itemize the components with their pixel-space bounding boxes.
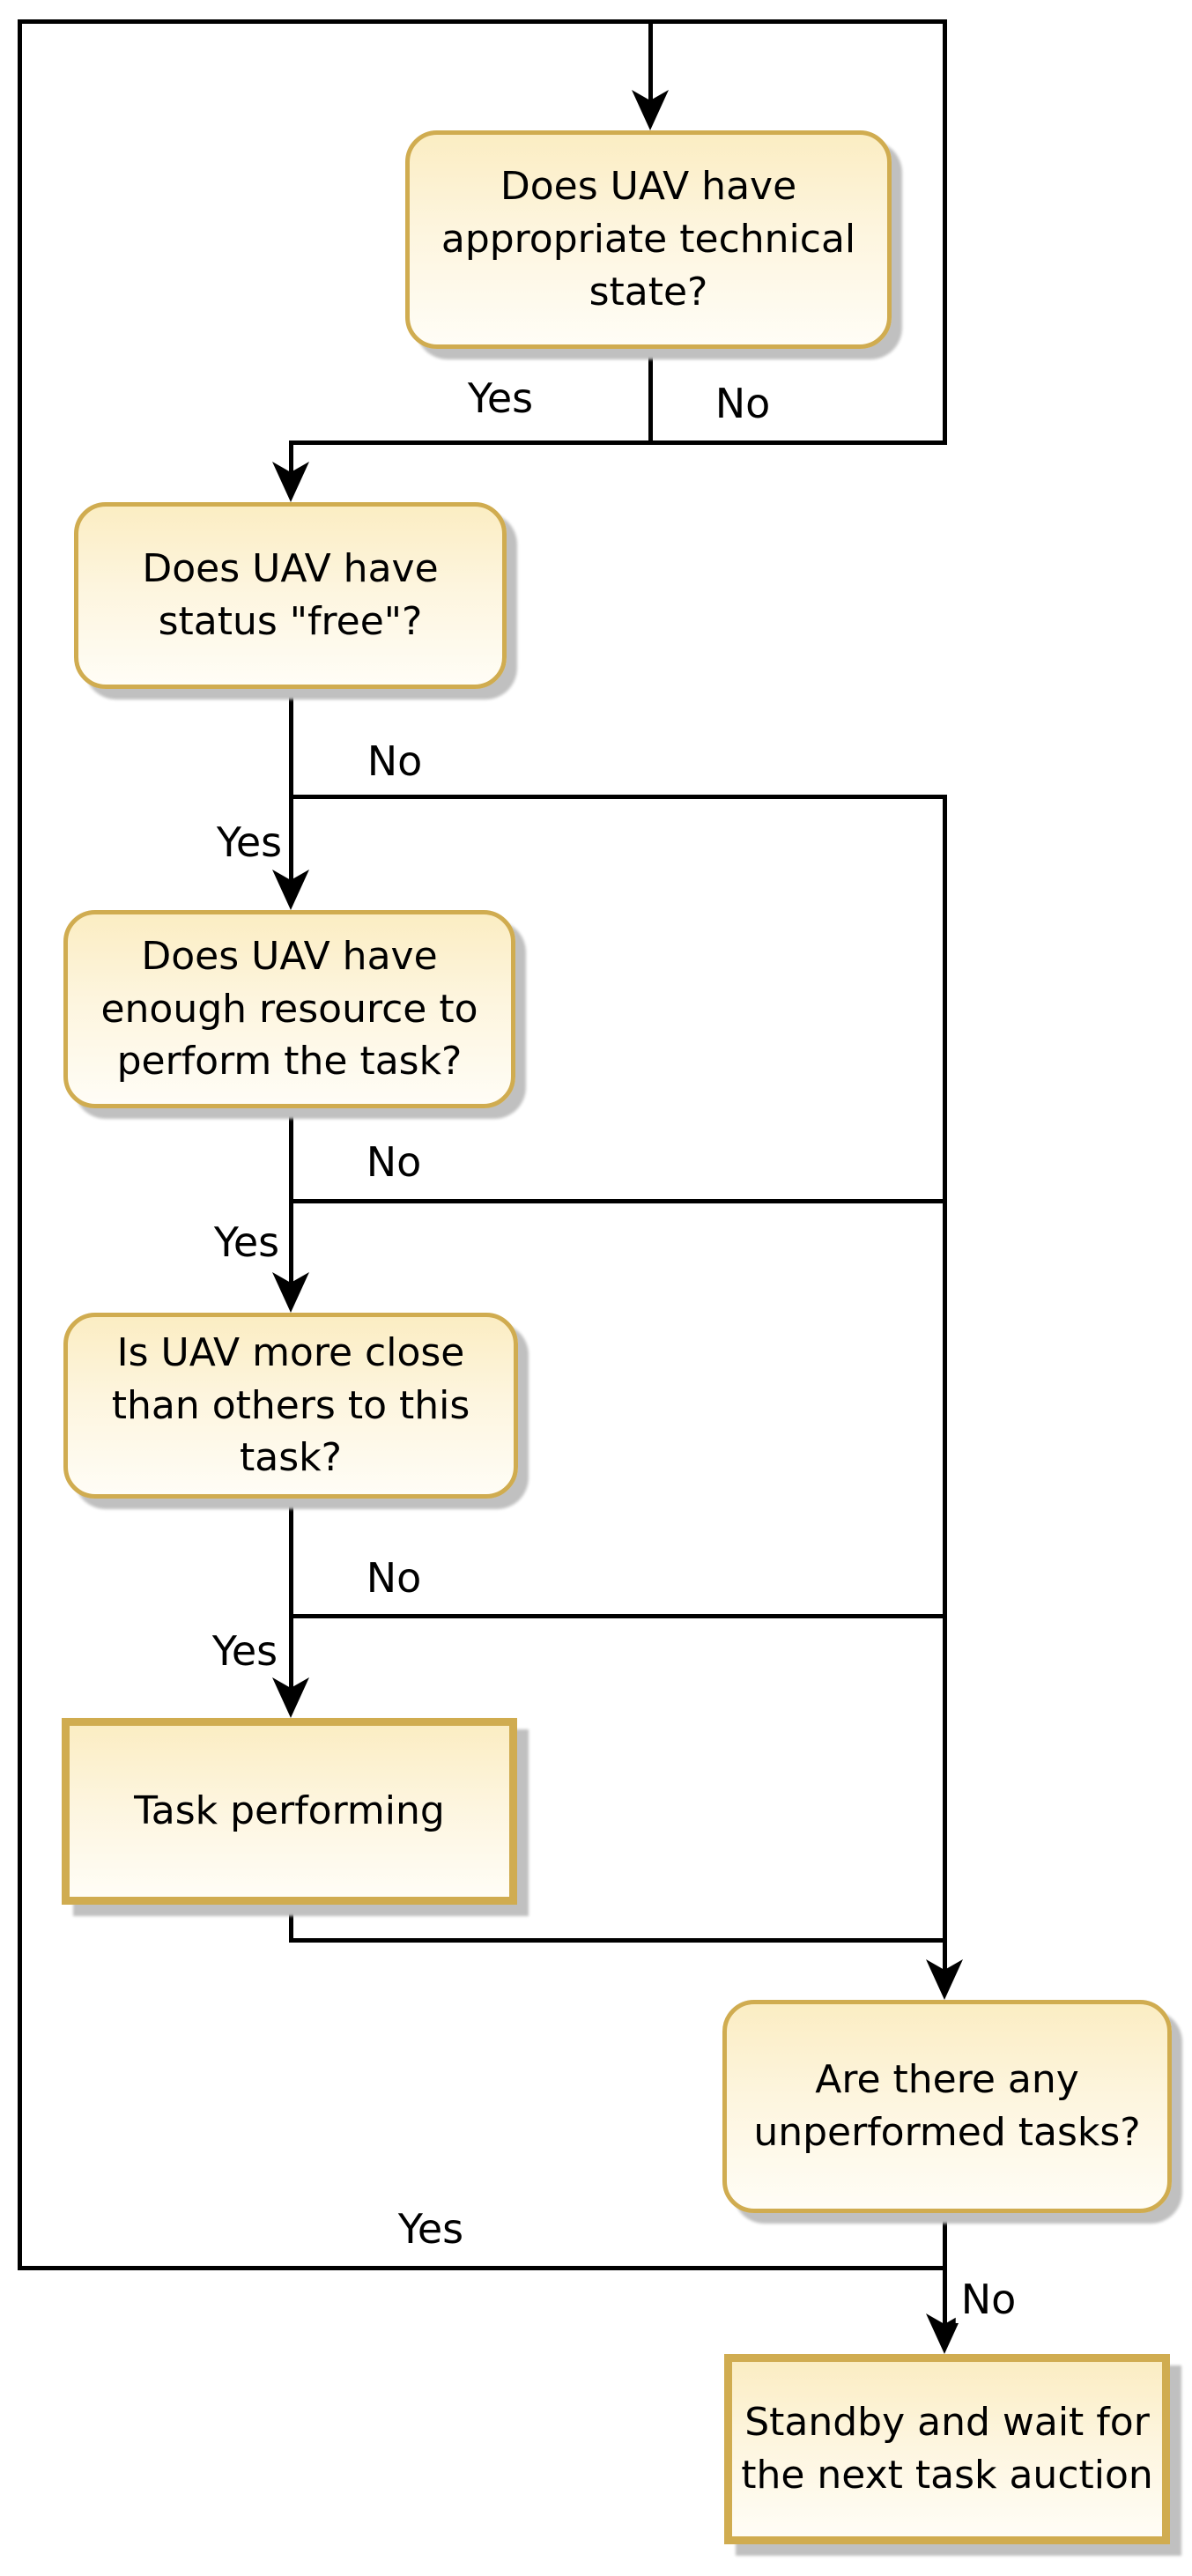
connector-entry-drop xyxy=(648,19,653,100)
connector-branch4-h xyxy=(291,1614,947,1618)
connector-yes-return-rail xyxy=(18,2266,947,2270)
node-label: Are there any unperformed tasks? xyxy=(753,2057,1141,2155)
connector-box3-out xyxy=(289,1107,293,1283)
connector-box4-out xyxy=(289,1497,293,1688)
arrowhead-into-task-performing xyxy=(272,1677,309,1718)
connector-no-merge-rail xyxy=(943,795,947,1970)
edge-label-free-yes: Yes xyxy=(211,818,288,866)
connector-box5-out-v xyxy=(289,1903,293,1943)
connector-box2-in xyxy=(289,440,293,472)
node-task-performing-process: Task performing xyxy=(62,1718,517,1905)
node-more-close-decision: Is UAV more close than others to this ta… xyxy=(63,1313,518,1499)
edge-label-resource-no: No xyxy=(360,1138,427,1186)
edge-label-close-yes: Yes xyxy=(206,1627,284,1675)
node-label: Task performing xyxy=(134,1788,445,1834)
connector-box6-out xyxy=(943,2213,947,2326)
connector-branch2-h xyxy=(291,795,947,799)
arrowhead-into-more-close xyxy=(272,1272,309,1313)
edge-label-unperformed-yes: Yes xyxy=(392,2205,470,2253)
node-label: Does UAV have appropriate technical stat… xyxy=(441,164,856,315)
connector-left-rail xyxy=(18,19,22,2270)
edge-label-resource-yes: Yes xyxy=(208,1218,285,1266)
connector-box5-out-h xyxy=(291,1938,947,1943)
node-standby-process: Standby and wait for the next task aucti… xyxy=(724,2354,1170,2544)
connector-box2-out xyxy=(289,687,293,880)
node-label: Standby and wait for the next task aucti… xyxy=(741,2400,1153,2498)
connector-branch1-h xyxy=(291,440,947,445)
node-unperformed-tasks-decision: Are there any unperformed tasks? xyxy=(722,2000,1172,2213)
edge-label-unperformed-no: No xyxy=(955,2276,1022,2323)
edge-label-technical-yes: Yes xyxy=(462,374,539,422)
node-label: Is UAV more close than others to this ta… xyxy=(111,1329,470,1481)
connector-top-rail xyxy=(18,19,947,24)
arrowhead-into-unperformed-tasks xyxy=(926,1959,963,2000)
node-status-free-decision: Does UAV have status "free"? xyxy=(74,502,507,689)
arrowhead-into-technical-state xyxy=(632,90,669,130)
edge-label-technical-no: No xyxy=(709,380,776,427)
arrowhead-into-status-free xyxy=(272,462,309,502)
node-enough-resource-decision: Does UAV have enough resource to perform… xyxy=(63,910,515,1108)
arrowhead-into-standby xyxy=(926,2313,963,2354)
node-label: Does UAV have enough resource to perform… xyxy=(100,933,478,1084)
edge-label-close-no: No xyxy=(360,1554,427,1602)
arrowhead-into-enough-resource xyxy=(272,870,309,910)
edge-label-free-no: No xyxy=(361,737,428,785)
connector-box1-out xyxy=(648,349,653,445)
node-label: Does UAV have status "free"? xyxy=(142,546,439,644)
connector-no1-up-rail xyxy=(943,19,947,445)
node-technical-state-decision: Does UAV have appropriate technical stat… xyxy=(405,130,892,349)
connector-branch3-h xyxy=(291,1199,947,1203)
